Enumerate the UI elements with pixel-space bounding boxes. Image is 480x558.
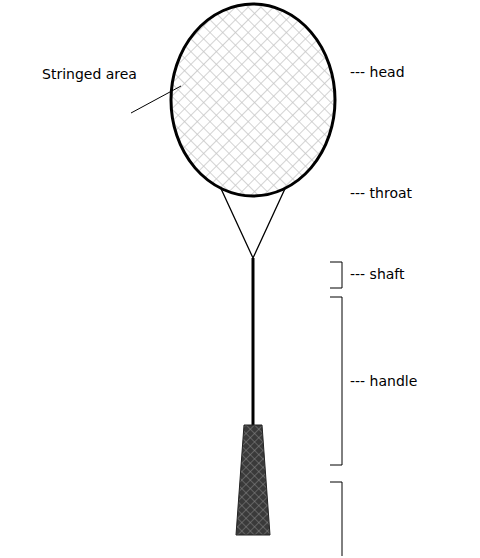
racket-shaft <box>252 258 255 428</box>
leader-line <box>131 86 181 113</box>
part-label: --- handle <box>350 373 417 390</box>
part-label: --- head <box>350 64 405 81</box>
bracket <box>330 297 342 465</box>
racket-grip <box>236 425 270 535</box>
bracket <box>330 262 342 288</box>
part-label: --- throat <box>350 185 412 202</box>
part-label: --- shaft <box>350 266 405 283</box>
part-label: Stringed area <box>42 66 137 83</box>
bracket <box>330 482 342 556</box>
racket-head <box>171 4 335 196</box>
